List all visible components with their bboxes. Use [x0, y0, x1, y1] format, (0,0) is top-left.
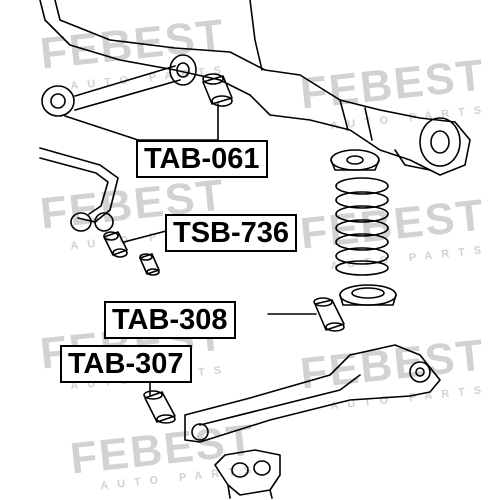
stabilizer-bar — [39, 147, 119, 232]
coil-spring — [330, 149, 397, 306]
upper-control-arm — [41, 54, 197, 117]
part-label-tab308: TAB-308 — [104, 301, 236, 339]
axle-housing — [39, 0, 471, 176]
leader-tsb736 — [123, 229, 171, 243]
lower-trailing-arm — [184, 344, 441, 443]
bottom-bracket — [214, 449, 281, 499]
part-label-tsb736: TSB-736 — [165, 214, 298, 252]
bushing-tab308-shape — [313, 297, 345, 332]
part-label-tab061: TAB-061 — [136, 140, 268, 178]
bushing-tsb736-shapes — [103, 231, 160, 276]
bushing-tab307-shape — [143, 390, 176, 424]
bushing-tab061-shape — [202, 73, 233, 107]
leader-tab061 — [64, 103, 219, 141]
part-label-tab307: TAB-307 — [60, 345, 192, 383]
